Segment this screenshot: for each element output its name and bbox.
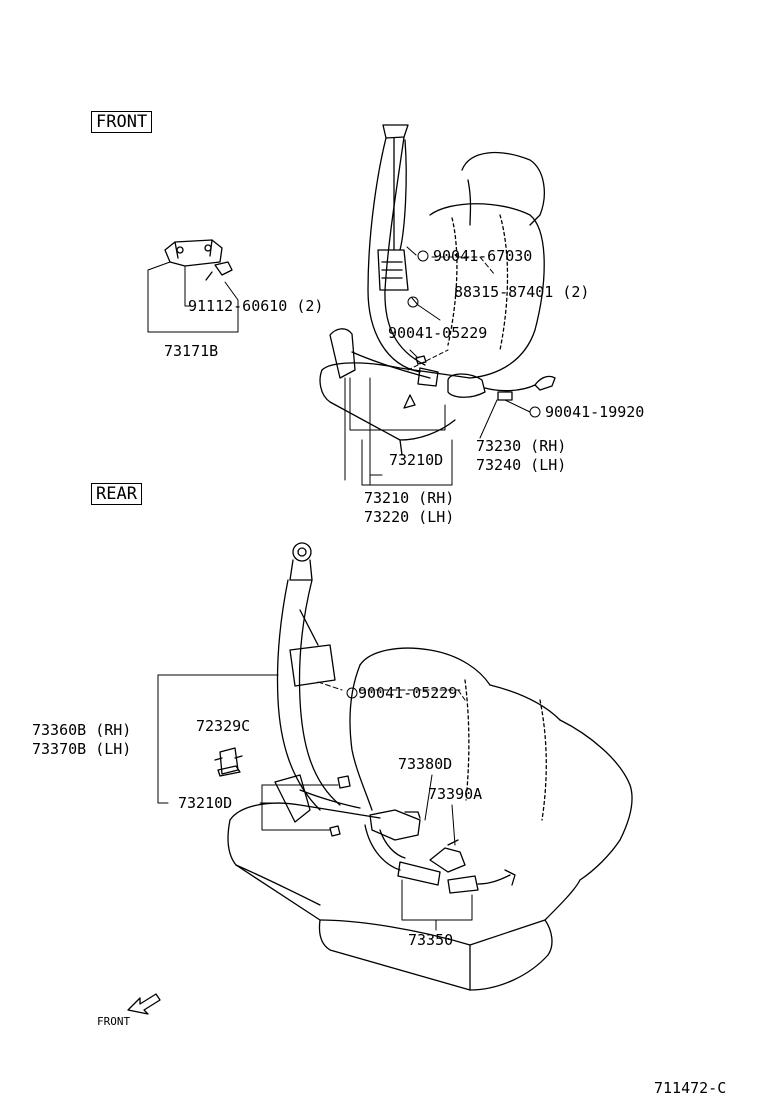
label-front-cover: 73210D: [389, 451, 444, 469]
label-rear-cover-center: 73380D: [398, 755, 453, 773]
front-section-title: FRONT: [91, 111, 153, 133]
label-front-belt-lh: 73220 (LH): [364, 508, 455, 526]
label-rear-buckle: 73350: [408, 931, 454, 949]
front-retainer: [164, 239, 233, 281]
rear-seat-belt: [274, 542, 516, 894]
front-arrow-icon: [127, 993, 161, 1015]
label-retainer: 73171B: [164, 342, 219, 360]
rear-seat-cushion: [227, 802, 581, 991]
label-rear-belt-lh: 73370B (LH): [32, 740, 132, 758]
label-front-belt-rh: 73210 (RH): [364, 489, 455, 507]
label-bolt-lower: 90041-05229: [388, 324, 488, 342]
belt-frame: [361, 439, 453, 486]
front-cover-bracket: [349, 377, 446, 431]
retainer-bracket: [147, 261, 239, 333]
bolt-marker-icons: [346, 250, 541, 699]
label-bolt-upper: 90041-67030: [433, 247, 533, 265]
rear-clip: [214, 747, 243, 777]
drawing-number: 711472-C: [654, 1079, 727, 1097]
label-buckle-lh: 73240 (LH): [476, 456, 567, 474]
label-rear-cover: 73210D: [178, 794, 233, 812]
label-buckle-rh: 73230 (RH): [476, 437, 567, 455]
label-buckle-bolt: 90041-19920: [545, 403, 645, 421]
label-anchor-nut: 88315-87401 (2): [454, 283, 590, 301]
retainer-leader: [184, 265, 191, 307]
front-seat-back: [319, 151, 545, 456]
label-rear-bolt: 90041-05229: [358, 684, 458, 702]
label-rear-cover-buckle: 73390A: [428, 785, 483, 803]
rear-leader-lines: [157, 674, 473, 931]
rear-seat-back: [349, 647, 633, 881]
rear-section-title: REAR: [91, 483, 142, 505]
label-rear-clip: 72329C: [196, 717, 251, 735]
label-rear-belt-rh: 73360B (RH): [32, 721, 132, 739]
label-retainer-bolt: 91112-60610 (2): [188, 297, 324, 315]
front-seat-belt: [329, 124, 556, 409]
front-arrow-label: FRONT: [97, 1015, 131, 1028]
